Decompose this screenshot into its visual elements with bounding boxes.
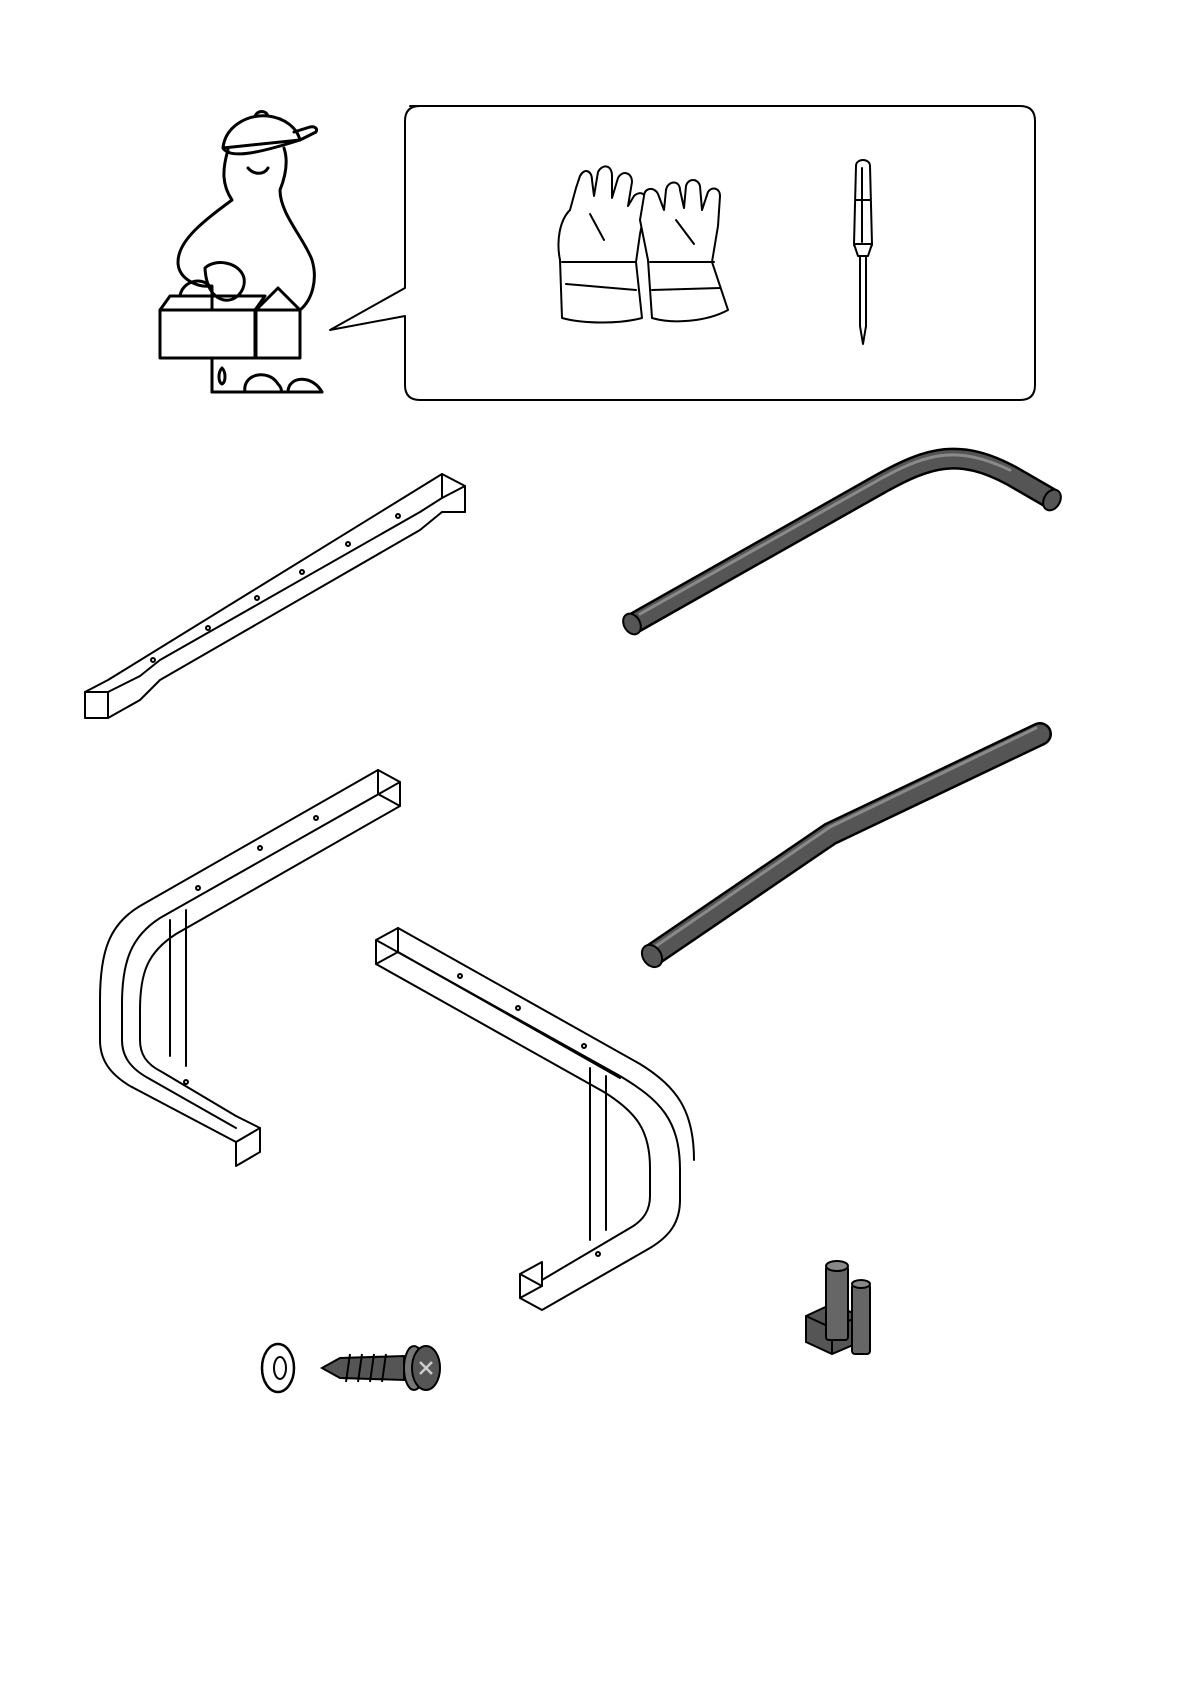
- connector-bracket-part: [0, 0, 1191, 1684]
- instruction-page: [0, 0, 1191, 1684]
